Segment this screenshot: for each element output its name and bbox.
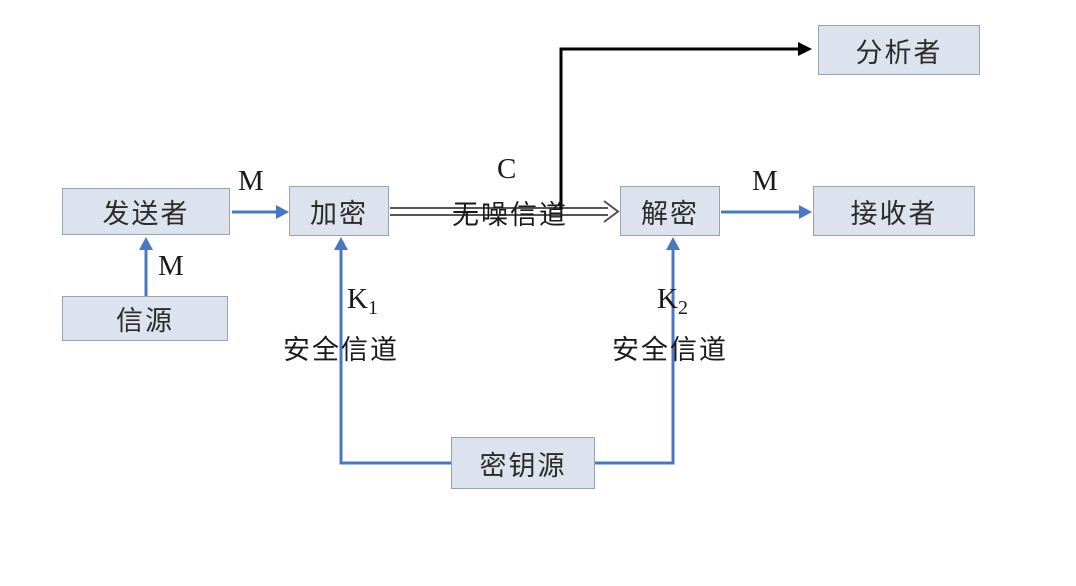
label-m-sender-encrypt: M: [238, 165, 264, 197]
node-decrypt: 解密: [620, 186, 720, 236]
arrow-source-to-sender: [139, 237, 153, 296]
label-secure-channel-left: 安全信道: [283, 335, 399, 366]
node-decrypt-label: 解密: [641, 198, 699, 230]
label-k1-base: K: [347, 283, 368, 315]
label-m-source-sender: M: [158, 250, 184, 282]
node-receiver-label: 接收者: [850, 198, 938, 230]
label-m-decrypt-receiver: M: [752, 165, 778, 197]
node-encrypt-label: 加密: [310, 198, 368, 230]
label-k2-subscript: 2: [677, 297, 688, 319]
label-k2-base: K: [657, 283, 678, 315]
label-noiseless-channel: 无噪信道: [452, 200, 568, 231]
arrow-decrypt-to-receiver: [721, 205, 812, 219]
label-k1-subscript: 1: [367, 297, 378, 319]
node-sender-label: 发送者: [102, 199, 190, 230]
node-key-source: 密钥源: [451, 437, 595, 489]
label-c-ciphertext: C: [497, 153, 517, 185]
arrow-sender-to-encrypt: [232, 205, 289, 219]
node-source: 信源: [62, 296, 228, 341]
node-analyst: 分析者: [818, 25, 980, 75]
node-sender: 发送者: [62, 188, 230, 235]
label-secure-channel-right: 安全信道: [612, 335, 728, 366]
node-receiver: 接收者: [813, 186, 975, 236]
node-analyst-label: 分析者: [855, 37, 943, 69]
label-k1: K1: [347, 283, 378, 320]
node-key-source-label: 密钥源: [479, 450, 567, 482]
node-source-label: 信源: [116, 306, 174, 337]
node-encrypt: 加密: [289, 186, 389, 236]
label-k2: K2: [657, 283, 688, 320]
